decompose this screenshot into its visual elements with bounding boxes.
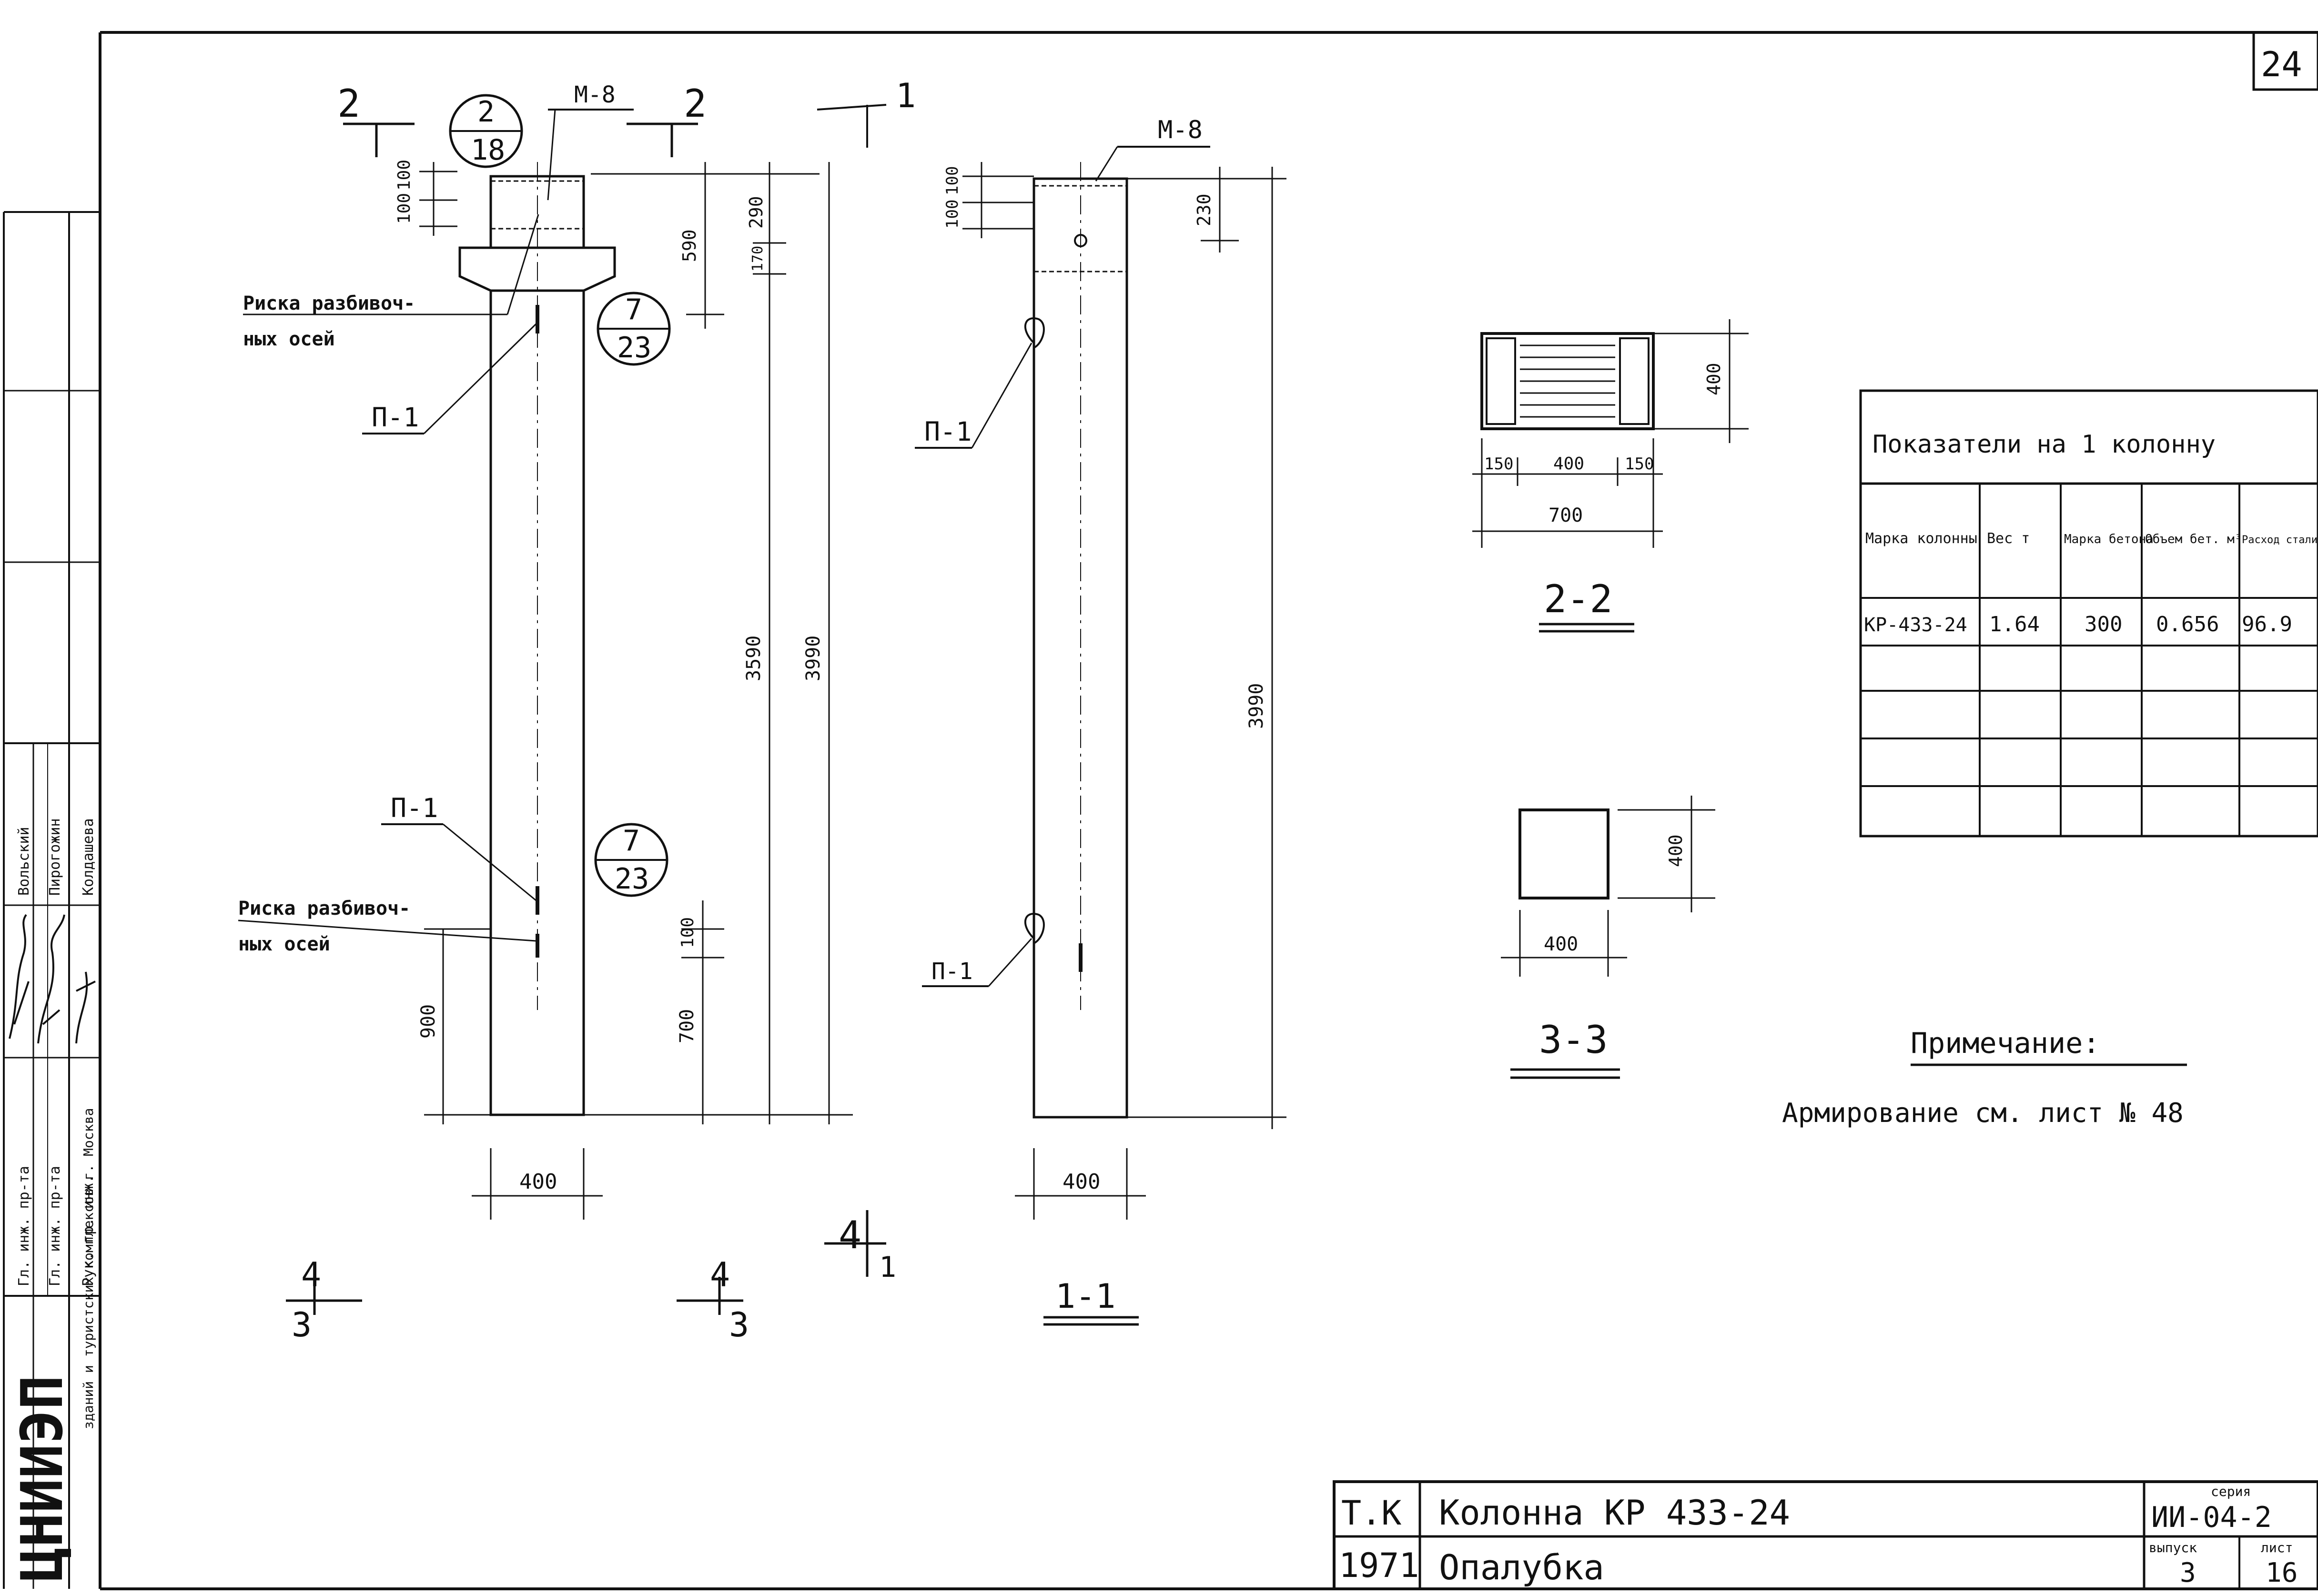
part-p1-side-top: П-1: [924, 416, 972, 447]
cut-1-top-label: 1: [896, 76, 916, 115]
section-3-3: 400 400 3-3: [1501, 796, 1715, 1079]
dim-side-100b: 100: [943, 200, 962, 229]
table-caption: Показатели на 1 колонну: [1873, 430, 2216, 459]
detail-mid-num: 7: [625, 293, 642, 326]
stamp-name-3: Колдашева: [80, 818, 97, 896]
table-cell-concrete: 300: [2085, 612, 2122, 636]
part-m8-side: М-8: [1158, 116, 1203, 144]
dim-33-400h: 400: [1665, 834, 1686, 867]
dim-22-700: 700: [1549, 505, 1583, 526]
dim-side-230: 230: [1194, 193, 1215, 226]
section-3-3-label: 3-3: [1539, 1018, 1608, 1062]
dim-front-290: 290: [746, 196, 767, 229]
dim-side-3990: 3990: [1245, 683, 1267, 729]
column-front-view: 2 2 2 18 М-8 Риска разбивоч- ных осей 7 …: [238, 81, 853, 1344]
table-cell-weight: 1.64: [1989, 612, 2040, 636]
dim-front-100c: 100: [678, 917, 698, 948]
axis-note-bottom-line2: ных осей: [238, 933, 330, 955]
section-2-2: 150 400 150 700 400 2-2: [1472, 319, 1749, 633]
table-header-concrete: Марка бетона: [2064, 532, 2154, 546]
detail-low-num: 7: [623, 824, 640, 858]
title-main: Колонна КР 433-24: [1439, 1493, 1790, 1533]
dim-side-100a: 100: [943, 166, 962, 195]
signature-1: [9, 914, 30, 1039]
section-1-1-label: 1-1: [1055, 1277, 1115, 1316]
dim-front-3990: 3990: [802, 636, 824, 681]
dim-front-400: 400: [519, 1170, 557, 1194]
dim-side-400: 400: [1063, 1170, 1100, 1194]
table-header-steel: Расход стали кг: [2242, 534, 2318, 546]
dim-front-900: 900: [417, 1004, 439, 1039]
title-issue: 3: [2180, 1557, 2196, 1588]
cut-2-left-label: 2: [337, 81, 360, 126]
part-p1-front-bottom: П-1: [391, 793, 438, 823]
stamp-org: ЦНИИЭП: [10, 1375, 76, 1582]
sheet-frame: 24: [99, 31, 2318, 1590]
title-year: 1971: [1339, 1546, 1419, 1585]
stamp-name-1: Вольский: [16, 827, 32, 896]
cut-4-left-top: 4: [301, 1255, 321, 1294]
part-m8-front: М-8: [574, 81, 616, 108]
stamp-strip: ЦНИИЭП зданий и туристских комплексов г.…: [3, 211, 100, 1589]
detail-low-sheet: 23: [615, 862, 649, 896]
cut-side-bottom-num: 1: [879, 1251, 896, 1284]
column-side-view: 1 М-8 100 100 230 3990 П-1 П-1 400: [817, 76, 1286, 1326]
stamp-org-desc: зданий и туристских комплексов г. Москва: [81, 1108, 96, 1429]
table-cell-steel: 96.9: [2242, 612, 2292, 636]
detail-top-num: 2: [477, 95, 495, 129]
dim-front-100b: 100: [395, 193, 414, 224]
stamp-role-3: Рук. гр. инж.: [80, 1174, 97, 1286]
dim-22-400: 400: [1553, 454, 1584, 474]
title-series-label: серия: [2211, 1484, 2251, 1499]
cut-side-bottom-top: 4: [839, 1213, 861, 1257]
indicators-table: Показатели на 1 колонну Марка колонны Ве…: [1859, 389, 2318, 838]
cut-3-left-bot: 3: [292, 1305, 312, 1344]
table-header-weight: Вес т: [1987, 530, 2030, 547]
table-cell-volume: 0.656: [2156, 612, 2219, 636]
axis-note-top-line1: Риска разбивоч-: [243, 293, 415, 314]
axis-note-top-line2: ных осей: [243, 328, 335, 350]
dim-front-590: 590: [679, 229, 700, 262]
dim-22-150b: 150: [1625, 455, 1654, 474]
cut-4-right-top: 4: [710, 1255, 730, 1294]
signature-2: [37, 914, 65, 1044]
dim-front-170: 170: [749, 246, 766, 272]
table-header-volume: Объем бет. м³: [2145, 532, 2242, 546]
dim-22-400h: 400: [1703, 363, 1724, 395]
stamp-name-2: Пирогожин: [47, 818, 63, 896]
cut-2-right-label: 2: [684, 81, 707, 126]
stamp-role-2: Гл. инж. пр-та: [47, 1166, 63, 1286]
title-sheet: 16: [2266, 1557, 2298, 1588]
dim-front-100a: 100: [395, 160, 414, 191]
section-2-2-label: 2-2: [1544, 577, 1613, 621]
detail-top-sheet: 18: [471, 133, 505, 167]
note-text: Армирование см. лист № 48: [1782, 1098, 2184, 1129]
title-issue-label: выпуск: [2149, 1540, 2197, 1556]
title-series: ИИ-04-2: [2151, 1501, 2272, 1534]
note-title: Примечание:: [1911, 1027, 2100, 1060]
part-p1-front-top: П-1: [372, 402, 419, 433]
table-header-mark: Марка колонны: [1865, 530, 1977, 547]
title-sub: Опалубка: [1439, 1547, 1604, 1587]
page-number: 24: [2261, 44, 2302, 84]
stamp-role-1: Гл. инж. пр-та: [16, 1166, 32, 1286]
detail-mid-sheet: 23: [617, 331, 651, 364]
dim-22-150a: 150: [1484, 455, 1513, 474]
signature-3: [75, 971, 96, 1044]
title-sheet-label: лист: [2261, 1540, 2293, 1556]
dim-front-700: 700: [676, 1009, 698, 1043]
title-tk: Т.К: [1341, 1494, 1401, 1533]
axis-note-bottom-line1: Риска разбивоч-: [238, 898, 410, 919]
note-block: Примечание: Армирование см. лист № 48: [1782, 1027, 2187, 1129]
part-p1-side-bottom: П-1: [931, 958, 973, 985]
dim-33-400w: 400: [1544, 933, 1578, 955]
cut-3-right-bot: 3: [729, 1305, 749, 1344]
dim-front-3590: 3590: [743, 636, 765, 681]
title-block: Т.К 1971 Колонна КР 433-24 Опалубка сери…: [1333, 1480, 2318, 1590]
table-cell-mark: КР-433-24: [1864, 614, 1967, 636]
